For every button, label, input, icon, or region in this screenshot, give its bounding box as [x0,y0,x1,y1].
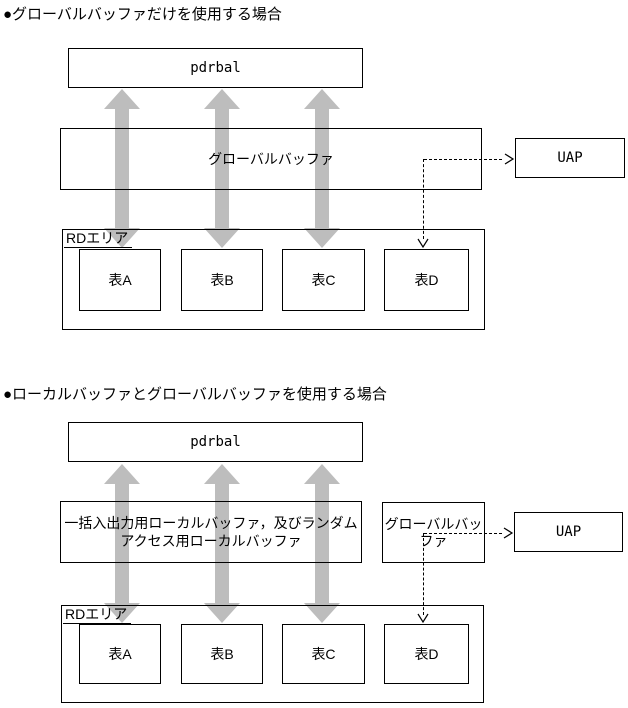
table-label: 表B [210,646,234,662]
arrow-shaft [215,109,229,228]
global-buffer-label: グローバルバッファ [208,151,334,167]
local-buffer-label-line2: アクセス用ローカルバッファ [120,533,302,549]
data-flow-arrow [104,89,140,248]
arrow-up-head-icon [204,464,240,484]
pdrbal-label: pdrbal [190,60,241,76]
table-label: 表A [108,646,132,662]
arrow-down-head-icon [104,603,140,623]
table-label: 表B [210,272,234,288]
rd-area-label: RDエリア [63,607,132,624]
global-buffer-box: グローバルバッ ファ [382,502,485,563]
arrowhead-down-icon [417,613,429,624]
table-label: 表A [108,272,132,288]
table-box-a: 表A [79,249,161,311]
diagram2-title: ●ローカルバッファとグローバルバッファを使用する場合 [3,386,387,403]
table-box-c: 表C [282,624,365,684]
arrow-up-head-icon [304,464,340,484]
arrow-shaft [115,484,129,603]
table-label: 表C [311,646,336,662]
local-buffer-label-line1: 一括入出力用ローカルバッファ，及びランダム [64,515,358,531]
arrow-up-head-icon [204,89,240,109]
rd-area-box: RDエリア 表A 表B 表C 表D [62,229,485,330]
dashed-connector-vertical [423,533,424,615]
global-buffer-label-line2: ファ [419,532,448,549]
data-flow-arrow [304,464,340,623]
arrowhead-down-icon [417,238,429,249]
table-box-d: 表D [384,249,469,311]
arrow-shaft [215,484,229,603]
uap-box: UAP [514,512,623,552]
data-flow-arrow [104,464,140,623]
table-box-b: 表B [181,249,263,311]
arrow-down-head-icon [304,603,340,623]
arrow-down-head-icon [104,228,140,248]
arrow-down-head-icon [204,228,240,248]
table-box-d: 表D [384,624,469,684]
table-label: 表D [414,646,439,662]
table-label: 表C [311,272,336,288]
arrowhead-right-icon [504,153,515,165]
data-flow-arrow [204,464,240,623]
uap-label: UAP [557,150,583,166]
global-buffer-box: グローバルバッファ [60,128,482,190]
arrow-down-head-icon [204,603,240,623]
rd-area-box: RDエリア 表A 表B 表C 表D [61,605,484,703]
table-label: 表D [414,272,439,288]
dashed-connector-horizontal [424,533,502,534]
table-box-a: 表A [79,624,161,684]
dashed-connector-vertical [423,159,424,239]
arrow-down-head-icon [304,228,340,248]
diagram1-title: ●グローバルバッファだけを使用する場合 [3,6,282,23]
global-buffer-label-line1: グローバルバッ [384,515,483,532]
arrow-up-head-icon [104,89,140,109]
local-buffer-box: 一括入出力用ローカルバッファ，及びランダム アクセス用ローカルバッファ [60,501,362,563]
dashed-connector-horizontal [424,159,502,160]
table-box-c: 表C [282,249,365,311]
data-flow-arrow [204,89,240,248]
data-flow-arrow [304,89,340,248]
uap-box: UAP [515,138,625,178]
uap-label: UAP [555,524,582,540]
arrow-up-head-icon [304,89,340,109]
pdrbal-label: pdrbal [190,434,241,450]
arrowhead-right-icon [503,527,514,539]
rd-area-label: RDエリア [64,231,133,248]
table-box-b: 表B [181,624,263,684]
arrow-shaft [115,109,129,228]
arrow-shaft [315,484,329,603]
arrow-up-head-icon [104,464,140,484]
pdrbal-box: pdrbal [68,48,363,88]
pdrbal-box: pdrbal [68,422,363,462]
arrow-shaft [315,109,329,228]
